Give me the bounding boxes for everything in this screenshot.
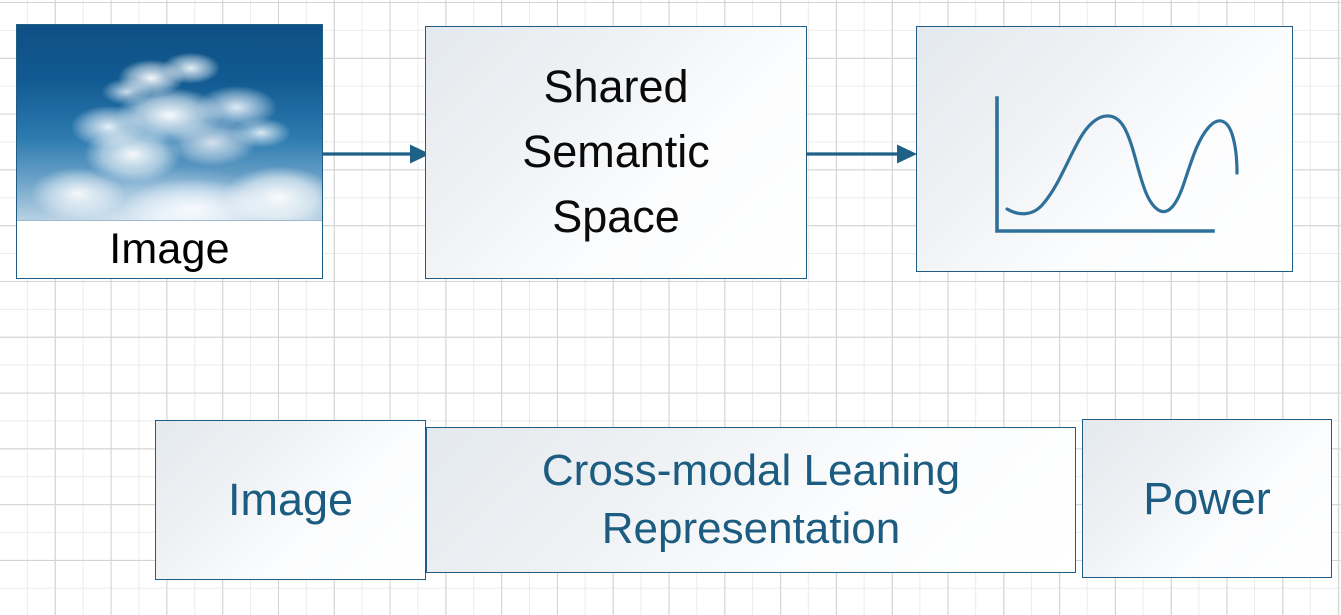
cross-modal-representation-node[interactable]: Cross-modal Leaning Representation (426, 427, 1076, 573)
arrow-image-to-shared-space (318, 144, 430, 164)
image-node-label: Image (17, 220, 322, 278)
line-chart-icon (994, 96, 1239, 233)
power-label: Power (1143, 472, 1271, 524)
arrow-shared-space-to-chart (805, 144, 917, 164)
shared-semantic-space-node[interactable]: Shared Semantic Space (425, 26, 807, 279)
image-input-node[interactable]: Image (16, 24, 323, 279)
signal-chart-node[interactable] (916, 26, 1293, 272)
bottom-image-label: Image (227, 474, 354, 525)
shared-semantic-space-label: Shared Semantic Space (522, 61, 710, 242)
cloud-photo-image (17, 25, 322, 221)
power-node[interactable]: Power (1082, 419, 1332, 578)
bottom-image-node[interactable]: Image (155, 420, 426, 580)
cross-modal-representation-label: Cross-modal Leaning Representation (541, 445, 961, 553)
